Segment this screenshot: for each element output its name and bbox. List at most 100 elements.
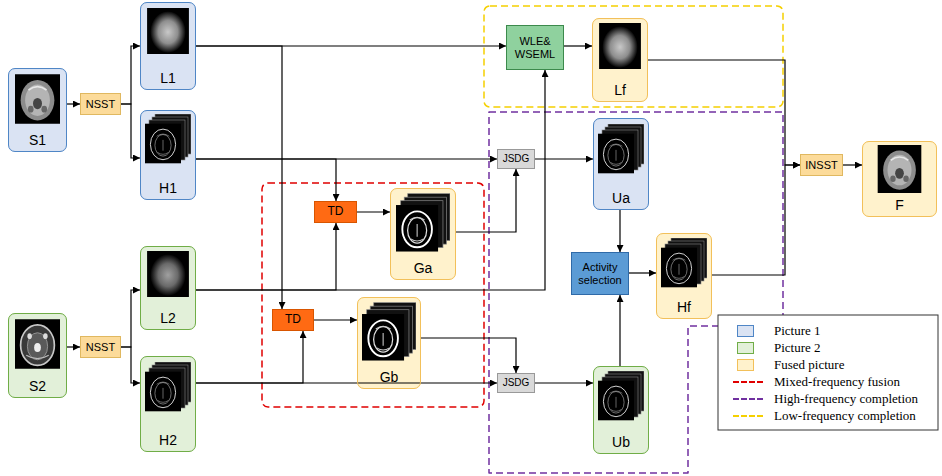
connector-arrow	[196, 46, 282, 309]
connector-arrow	[535, 382, 593, 383]
legend-swatch	[737, 359, 754, 371]
legend-line-sample	[733, 381, 763, 383]
legend-text: Low-frequency completion	[774, 407, 916, 425]
box-fill	[140, 110, 196, 200]
node-label: H1	[159, 180, 177, 196]
image-box: H1	[140, 110, 196, 200]
box-fill	[593, 366, 649, 454]
image-box: Ub	[593, 366, 649, 454]
mri-image	[15, 319, 60, 369]
image-box: L1	[140, 2, 196, 90]
gradient-stack	[396, 194, 450, 252]
node-label: Ga	[414, 260, 433, 276]
connector-arrow	[619, 210, 620, 252]
connector-arrow	[357, 211, 390, 212]
process-box: NSST	[80, 336, 121, 358]
node-label: Ua	[612, 190, 630, 206]
legend-text: Mixed-frequency fusion	[774, 373, 900, 391]
process-box: NSST	[80, 93, 121, 115]
node-label: TD	[285, 313, 301, 327]
node-label: Gb	[380, 369, 399, 385]
box-fill	[8, 68, 67, 152]
legend-text: Picture 2	[774, 339, 821, 357]
node-label: F	[895, 197, 904, 213]
connector-arrow	[564, 45, 592, 46]
low-frequency-image	[147, 251, 189, 297]
image-box: L2	[140, 246, 196, 330]
connector-arrow	[196, 70, 545, 290]
box-fill	[593, 118, 649, 210]
region-outline	[262, 183, 484, 407]
process-box: JSDG	[497, 149, 535, 169]
image-box: Lf	[592, 18, 648, 102]
process-box: Activity selection	[571, 252, 629, 295]
legend-swatch	[737, 342, 754, 354]
high-frequency-stack	[598, 371, 644, 420]
node-label: TD	[328, 205, 344, 219]
node-label: L2	[160, 310, 176, 326]
connector-arrow	[121, 46, 140, 104]
image-box: Ua	[593, 118, 649, 210]
region-outline	[484, 6, 783, 107]
legend-swatch	[737, 325, 754, 337]
image-box: H2	[140, 356, 196, 452]
high-frequency-stack	[598, 124, 644, 173]
legend-text: High-frequency completion	[774, 390, 918, 408]
node-label: NSST	[86, 98, 115, 111]
node-label: H2	[159, 432, 177, 448]
image-box: F	[862, 141, 937, 217]
connector-arrow	[196, 331, 303, 383]
node-label: INSST	[805, 159, 837, 172]
connector-arrow	[314, 319, 357, 320]
process-box: TD	[272, 309, 314, 331]
connector-arrow	[629, 272, 656, 273]
image-box: S1	[8, 68, 67, 152]
connector-arrow	[421, 338, 516, 373]
node-label: Hf	[677, 299, 691, 315]
gradient-stack	[362, 303, 416, 361]
image-box: Gb	[357, 297, 421, 389]
high-frequency-stack	[661, 238, 707, 287]
box-fill	[656, 233, 712, 319]
legend-frame	[718, 315, 938, 430]
legend-line-sample	[733, 415, 763, 417]
box-fill	[592, 18, 648, 102]
low-frequency-image	[147, 8, 189, 54]
mri-image	[15, 74, 60, 124]
fused-image	[878, 145, 922, 193]
node-label: L1	[160, 70, 176, 86]
box-fill	[390, 188, 456, 280]
node-label: Lf	[614, 82, 626, 98]
legend-text: Picture 1	[774, 322, 821, 340]
connector-arrow	[843, 164, 862, 165]
node-label: Ub	[612, 434, 630, 450]
image-box: S2	[8, 313, 67, 398]
box-fill	[8, 313, 67, 398]
box-fill	[140, 2, 196, 90]
low-frequency-image	[599, 23, 641, 69]
node-label: NSST	[86, 341, 115, 354]
process-box: WLE& WSEML	[506, 25, 564, 70]
node-label: Activity selection	[574, 261, 626, 286]
node-label: S2	[29, 378, 46, 394]
connector-arrow	[121, 104, 140, 158]
connector-arrow	[456, 169, 516, 232]
box-fill	[140, 246, 196, 330]
connector-arrow	[535, 158, 593, 159]
legend-line-sample	[733, 398, 763, 400]
box-fill	[357, 297, 421, 389]
connector-arrow	[67, 103, 80, 104]
process-box: JSDG	[497, 373, 535, 393]
process-box: INSST	[800, 154, 843, 176]
node-label: S1	[29, 132, 46, 148]
connector-arrow	[648, 60, 800, 165]
node-label: JSDG	[503, 377, 530, 389]
connector-arrow	[619, 295, 620, 366]
image-box: Ga	[390, 188, 456, 280]
process-box: TD	[314, 201, 357, 223]
connector-arrow	[121, 347, 140, 383]
high-frequency-stack	[145, 114, 191, 163]
box-fill	[862, 141, 937, 217]
connector-arrow	[196, 223, 336, 290]
